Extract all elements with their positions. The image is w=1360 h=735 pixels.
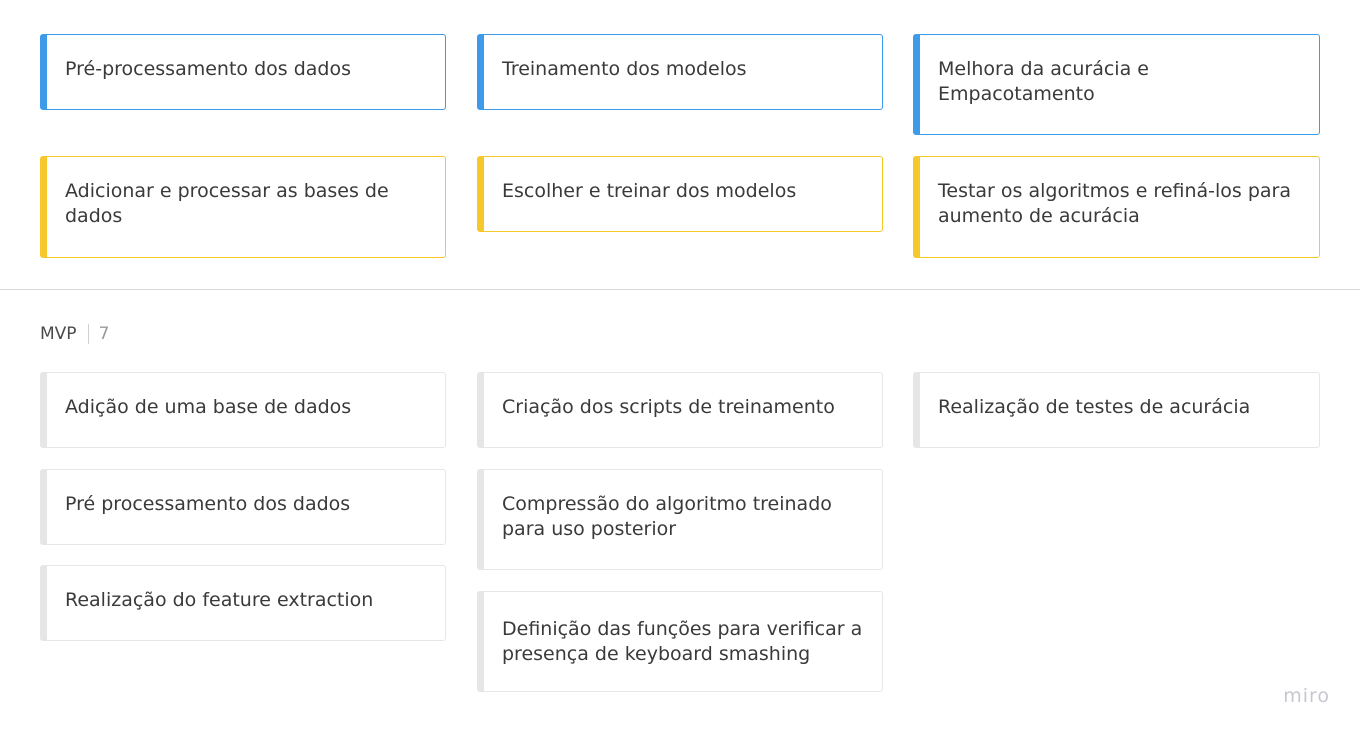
card-text: Adicionar e processar as bases de dados (65, 180, 389, 227)
task-card[interactable]: Adicionar e processar as bases de dados (40, 156, 446, 258)
activity-card[interactable]: Treinamento dos modelos (477, 34, 883, 110)
card-text: Criação dos scripts de treinamento (502, 396, 835, 418)
miro-logo: miro (1283, 685, 1330, 707)
card-text: Compressão do algoritmo treinado para us… (502, 493, 832, 540)
card-text: Definição das funções para verificar a p… (502, 617, 863, 665)
activity-card[interactable]: Melhora da acurácia e Empacotamento (913, 34, 1320, 135)
card-text: Realização de testes de acurácia (938, 396, 1251, 418)
card-text: Testar os algoritmos e refiná-los para a… (938, 180, 1292, 227)
card-text: Realização do feature extraction (65, 589, 374, 611)
story-card[interactable]: Pré processamento dos dados (40, 469, 446, 545)
story-card[interactable]: Adição de uma base de dados (40, 372, 446, 448)
story-card[interactable]: Realização de testes de acurácia (913, 372, 1320, 448)
release-separator (87, 324, 89, 344)
card-text: Adição de uma base de dados (65, 396, 352, 418)
story-card[interactable]: Compressão do algoritmo treinado para us… (477, 469, 883, 570)
card-text: Melhora da acurácia e Empacotamento (938, 58, 1149, 105)
release-divider (0, 289, 1360, 290)
task-card[interactable]: Testar os algoritmos e refiná-los para a… (913, 156, 1320, 258)
card-text: Treinamento dos modelos (502, 58, 747, 80)
story-card[interactable]: Realização do feature extraction (40, 565, 446, 641)
card-text: Escolher e treinar dos modelos (502, 180, 797, 202)
card-text: Pré-processamento dos dados (65, 58, 351, 80)
activity-card[interactable]: Pré-processamento dos dados (40, 34, 446, 110)
release-count: 7 (98, 324, 110, 344)
story-card[interactable]: Definição das funções para verificar a p… (477, 591, 883, 692)
story-card[interactable]: Criação dos scripts de treinamento (477, 372, 883, 448)
task-card[interactable]: Escolher e treinar dos modelos (477, 156, 883, 232)
release-header[interactable]: MVP 7 (40, 324, 109, 344)
release-name: MVP (40, 324, 77, 344)
card-text: Pré processamento dos dados (65, 493, 351, 515)
